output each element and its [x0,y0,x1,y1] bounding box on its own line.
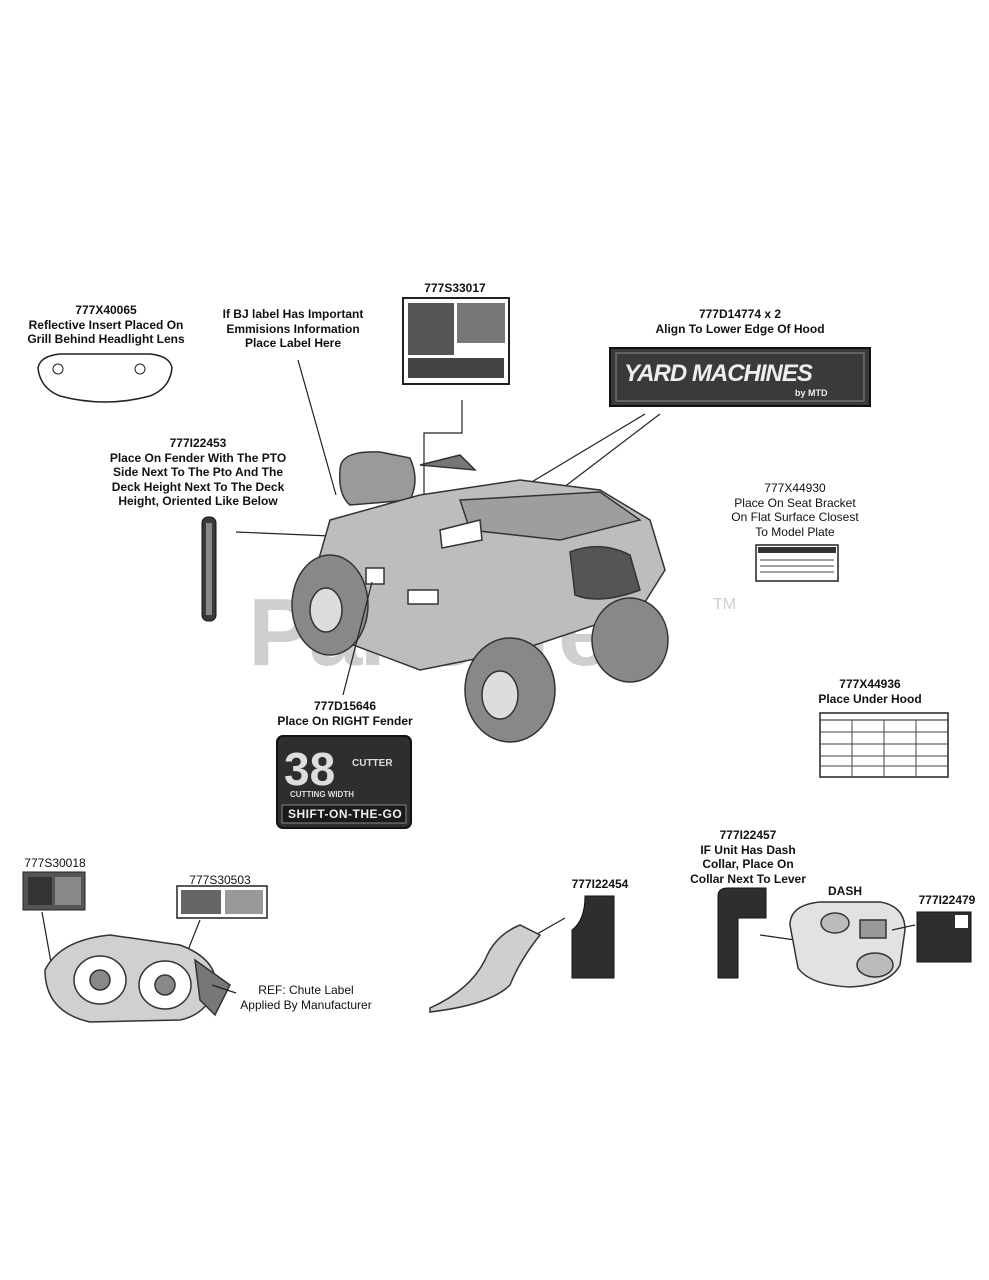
cutting-width-side-top: CUTTER [352,758,393,769]
decal-777s33017 [402,297,510,385]
label-777x44936: 777X44936 Place Under Hood [818,677,922,706]
label-777s33017: 777S33017 [424,281,486,295]
cutting-width-side-bottom: CUTTING WIDTH [290,790,354,799]
label-777d15646: 777D15646 Place On RIGHT Fender [277,699,413,728]
label-dash: DASH [827,884,862,898]
label-777i22453: 777I22453 Place On Fender With The PTO S… [109,436,287,508]
yard-machines-brand: YARD MACHINES [624,360,813,387]
decal-777i22457 [717,887,767,979]
decal-777i22453 [201,516,217,622]
decal-777x44936 [819,712,949,778]
decal-777s30018 [22,871,86,911]
decal-yard-machines [609,347,871,407]
label-777x44930: 777X44930 Place On Seat Bracket On Flat … [731,481,859,539]
decal-777x44930 [755,544,839,582]
label-777s30503: 777S30503 [189,873,251,887]
label-777i22457: 777I22457 IF Unit Has Dash Collar, Place… [690,828,806,886]
reflective-insert-decal [37,353,173,403]
fender-illustration [429,924,542,1013]
decal-777s30503 [176,885,268,919]
mower-deck-illustration [44,934,231,1023]
lawn-tractor-illustration [291,451,669,743]
label-777i22454: 777I22454 [571,877,629,891]
trademark: TM [713,596,737,613]
label-chute: REF: Chute Label Applied By Manufacturer [240,983,372,1012]
label-777d14774: 777D14774 x 2 Align To Lower Edge Of Hoo… [655,307,825,336]
cutting-width-band: SHIFT-ON-THE-GO [288,807,403,821]
label-bj-emissions: If BJ label Has Important Emmisions Info… [222,307,364,350]
decal-cutting-width [276,735,412,829]
label-777x40065: 777X40065 Reflective Insert Placed On Gr… [27,303,185,346]
cutting-width-number: 38 [284,743,336,795]
decal-777i22454 [571,895,615,979]
dash-illustration [789,901,906,988]
label-777i22479: 777I22479 [918,893,976,907]
label-777s30018: 777S30018 [24,856,86,870]
yard-machines-sub: by MTD [795,388,828,398]
decal-777i22479 [916,911,972,963]
